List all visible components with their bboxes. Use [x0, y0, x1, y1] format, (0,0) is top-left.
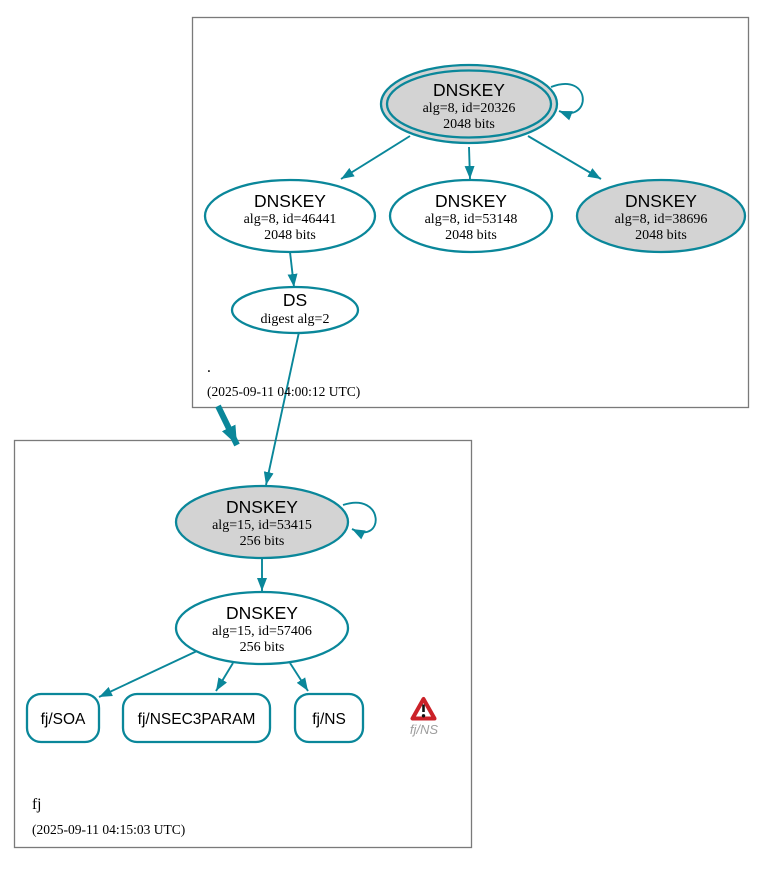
- zone-label-root: .: [207, 359, 211, 376]
- dnskey-53415-attrs: alg=15, id=53415: [212, 518, 312, 533]
- zone-label-fj: fj: [32, 796, 41, 813]
- ds-node: DS digest alg=2: [230, 285, 360, 335]
- edge-fj-zsk57406-to-soa: [98, 650, 198, 698]
- edge-zsk46441-to-ds: [287, 251, 298, 288]
- edge-ksk20326-to-dnskey38696: [527, 135, 602, 180]
- dnskey-node-20326: DNSKEY alg=8, id=20326 2048 bits: [379, 63, 559, 145]
- zone-timestamp-fj: (2025-09-11 04:15:03 UTC): [32, 822, 185, 837]
- warning-label: fj/NS: [410, 722, 439, 737]
- edge-fj-ksk53415-self-loop: [342, 501, 377, 540]
- edge-ksk20326-to-zsk46441: [340, 135, 411, 180]
- dnskey-38696-bits: 2048 bits: [635, 228, 687, 243]
- dnskey-node-53415: DNSKEY alg=15, id=53415 256 bits: [174, 484, 350, 560]
- zone-timestamp-root: (2025-09-11 04:00:12 UTC): [207, 384, 360, 399]
- rrset-node-fj-soa: fj/SOA: [25, 692, 101, 744]
- warning-exclamation-dot: [421, 714, 426, 718]
- rrset-node-fj-nsec3param: fj/NSEC3PARAM: [121, 692, 272, 744]
- dnskey-53148-ellipse[interactable]: [388, 178, 554, 254]
- dnskey-38696-title: DNSKEY: [625, 191, 697, 211]
- rrset-fj-nsec3param-label: fj/NSEC3PARAM: [138, 711, 256, 728]
- dnskey-53415-ellipse[interactable]: [174, 484, 350, 560]
- dnskey-node-53148: DNSKEY alg=8, id=53148 2048 bits: [388, 178, 554, 254]
- dnskey-53148-bits: 2048 bits: [445, 228, 497, 243]
- dnskey-57406-ellipse[interactable]: [174, 590, 350, 666]
- edge-ksk20326-to-zsk53148: [464, 146, 475, 180]
- edge-ds-to-fj-ksk53415: [263, 331, 300, 486]
- dnskey-20326-attrs: alg=8, id=20326: [423, 101, 516, 116]
- dnskey-20326-ellipse-inner: [385, 69, 553, 139]
- rrset-fj-soa-label: fj/SOA: [41, 711, 86, 728]
- dnskey-46441-title: DNSKEY: [254, 191, 326, 211]
- dnskey-57406-bits: 256 bits: [240, 640, 285, 655]
- dnskey-node-38696: DNSKEY alg=8, id=38696 2048 bits: [575, 178, 747, 254]
- edge-ksk20326-self-loop: [550, 83, 584, 121]
- dnskey-46441-bits: 2048 bits: [264, 228, 316, 243]
- ds-ellipse[interactable]: [230, 285, 360, 335]
- ds-title: DS: [283, 290, 307, 310]
- dnskey-46441-attrs: alg=8, id=46441: [244, 212, 337, 227]
- dnskey-53415-bits: 256 bits: [240, 534, 285, 549]
- rrset-node-fj-ns: fj/NS: [293, 692, 365, 744]
- rrset-fj-soa-rect[interactable]: [25, 692, 101, 744]
- rrset-fj-ns-rect[interactable]: [293, 692, 365, 744]
- dnskey-53415-title: DNSKEY: [226, 497, 298, 517]
- dnskey-node-57406: DNSKEY alg=15, id=57406 256 bits: [174, 590, 350, 666]
- dnskey-46441-ellipse[interactable]: [203, 178, 377, 254]
- dnskey-20326-ellipse-outer[interactable]: [379, 63, 559, 145]
- ds-attrs: digest alg=2: [261, 312, 330, 327]
- warning-node-fj-ns: fj/NS: [410, 697, 439, 737]
- dnskey-57406-attrs: alg=15, id=57406: [212, 624, 312, 639]
- dnskey-38696-attrs: alg=8, id=38696: [615, 212, 708, 227]
- dnskey-20326-bits: 2048 bits: [443, 117, 495, 132]
- dnskey-node-46441: DNSKEY alg=8, id=46441 2048 bits: [203, 178, 377, 254]
- dnskey-53148-attrs: alg=8, id=53148: [425, 212, 518, 227]
- edge-fj-zsk57406-to-nsec3param: [215, 662, 234, 692]
- dnskey-38696-ellipse[interactable]: [575, 178, 747, 254]
- dnskey-57406-title: DNSKEY: [226, 603, 298, 623]
- dnskey-20326-title: DNSKEY: [433, 80, 505, 100]
- edge-root-delegation-to-fj: [215, 404, 240, 447]
- rrset-fj-nsec3param-rect[interactable]: [121, 692, 272, 744]
- rrset-fj-ns-label: fj/NS: [312, 711, 346, 728]
- edge-fj-zsk57406-to-ns: [289, 662, 309, 692]
- dnskey-53148-title: DNSKEY: [435, 191, 507, 211]
